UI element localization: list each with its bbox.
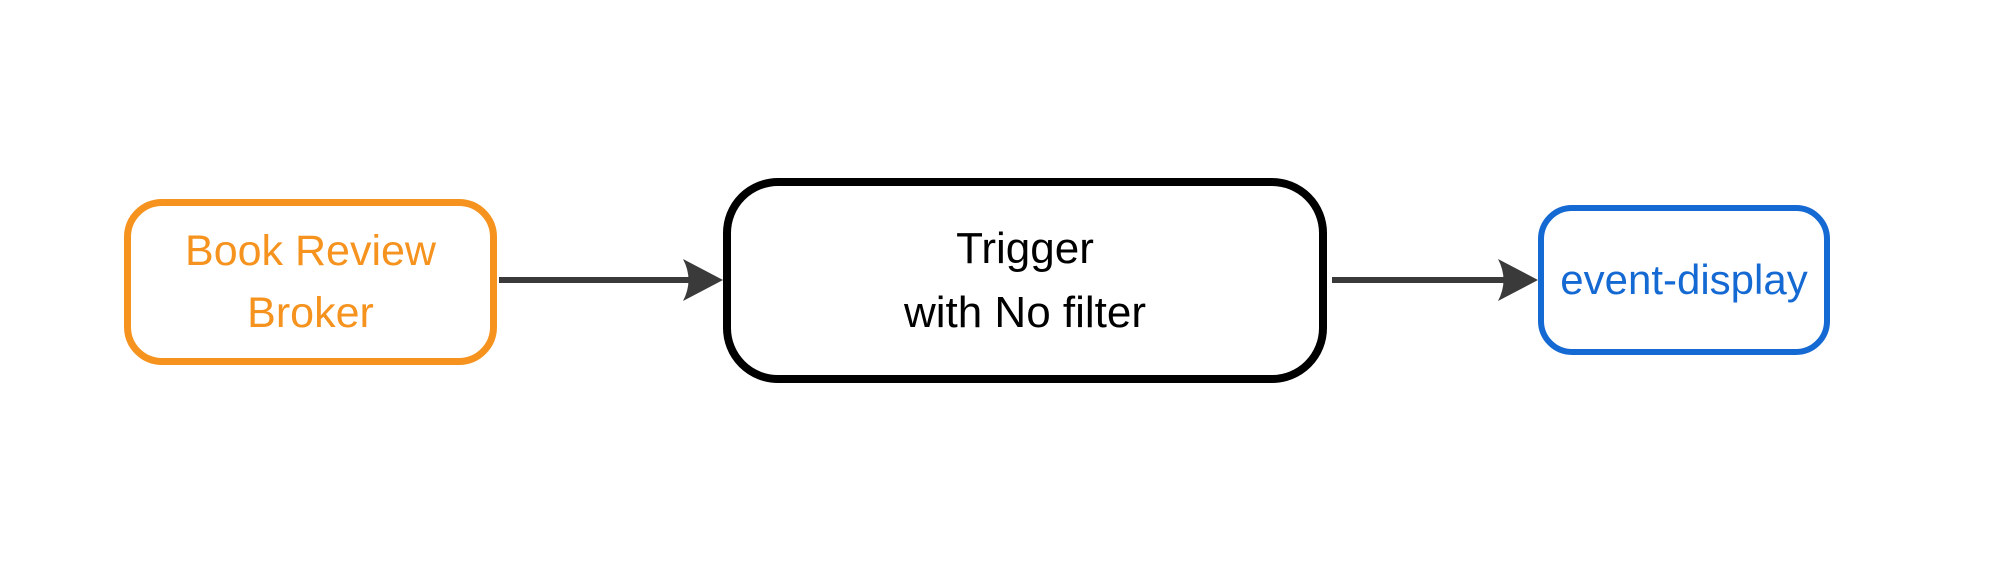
arrow-broker-to-trigger [499,259,723,301]
arrow-trigger-to-event-display [1332,259,1538,301]
arrowhead-icon [683,259,723,301]
node-trigger-with-no-filter: Trigger with No filter [723,178,1327,383]
node-trigger-label: Trigger with No filter [903,223,1147,337]
arrowhead-icon [1498,259,1538,301]
node-book-review-broker: Book Review Broker [124,199,497,365]
node-book-review-broker-label: Book Review Broker [185,226,436,337]
node-event-display: event-display [1538,205,1830,355]
node-event-display-label: event-display [1560,255,1808,303]
